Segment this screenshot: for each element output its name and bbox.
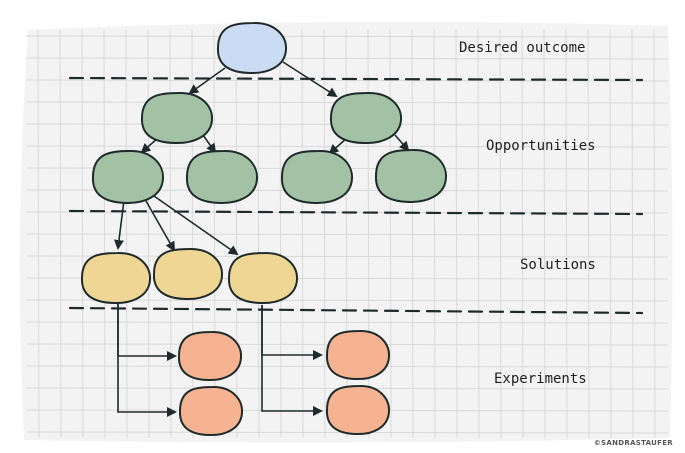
opportunity-node bbox=[374, 148, 448, 204]
opportunity-node bbox=[280, 149, 354, 205]
grid-line bbox=[455, 29, 458, 439]
solution-node bbox=[227, 251, 299, 305]
opportunity-node bbox=[185, 149, 259, 205]
grid-line bbox=[411, 29, 414, 439]
outcome-node bbox=[216, 21, 288, 75]
grid-line bbox=[25, 233, 669, 236]
author-credit: ©SANDRASTAUFER bbox=[593, 439, 673, 447]
label-solutions: Solutions bbox=[520, 257, 596, 273]
tree-edge-arrow bbox=[188, 67, 226, 95]
experiment-node bbox=[177, 330, 243, 382]
tree-edge-arrow bbox=[202, 134, 217, 154]
level-dividers bbox=[68, 76, 644, 315]
grid-line bbox=[609, 29, 612, 439]
grid-line bbox=[631, 29, 634, 439]
opportunity-node bbox=[91, 149, 165, 205]
label-experiments: Experiments bbox=[494, 371, 587, 387]
label-desired-outcome: Desired outcome bbox=[459, 40, 586, 56]
tree-edge-arrow bbox=[145, 200, 175, 252]
grid-line bbox=[587, 29, 590, 439]
dashed-divider bbox=[68, 209, 644, 216]
solution-node bbox=[152, 247, 224, 301]
dashed-divider bbox=[68, 306, 644, 315]
dashed-divider bbox=[68, 76, 644, 82]
tree-edges bbox=[114, 61, 410, 417]
tree-nodes bbox=[80, 21, 448, 437]
tree-edge-arrow bbox=[114, 199, 125, 250]
label-opportunities: Opportunities bbox=[486, 138, 596, 154]
grid-line bbox=[499, 29, 502, 439]
grid-line bbox=[477, 29, 480, 439]
tree-edge-arrow bbox=[261, 305, 323, 416]
experiment-node bbox=[325, 329, 391, 381]
solution-node bbox=[80, 251, 152, 305]
experiment-node bbox=[178, 385, 244, 437]
grid-line bbox=[25, 79, 669, 82]
grid-line bbox=[565, 29, 568, 439]
tree-edge-arrow bbox=[117, 303, 177, 417]
grid-line bbox=[433, 29, 436, 439]
grid-line bbox=[543, 29, 546, 439]
grid-line bbox=[653, 29, 656, 439]
grid-line bbox=[521, 29, 524, 439]
opportunity-node bbox=[140, 91, 214, 145]
grid-line bbox=[25, 35, 669, 38]
grid-line bbox=[25, 145, 669, 148]
grid-line bbox=[25, 321, 669, 324]
experiment-node bbox=[325, 384, 391, 436]
grid-line bbox=[25, 57, 669, 60]
tree-edge-arrow bbox=[282, 61, 338, 98]
tree-edge-arrow bbox=[153, 195, 239, 256]
opportunity-node bbox=[329, 91, 403, 145]
tree-edge-arrow bbox=[394, 134, 410, 152]
